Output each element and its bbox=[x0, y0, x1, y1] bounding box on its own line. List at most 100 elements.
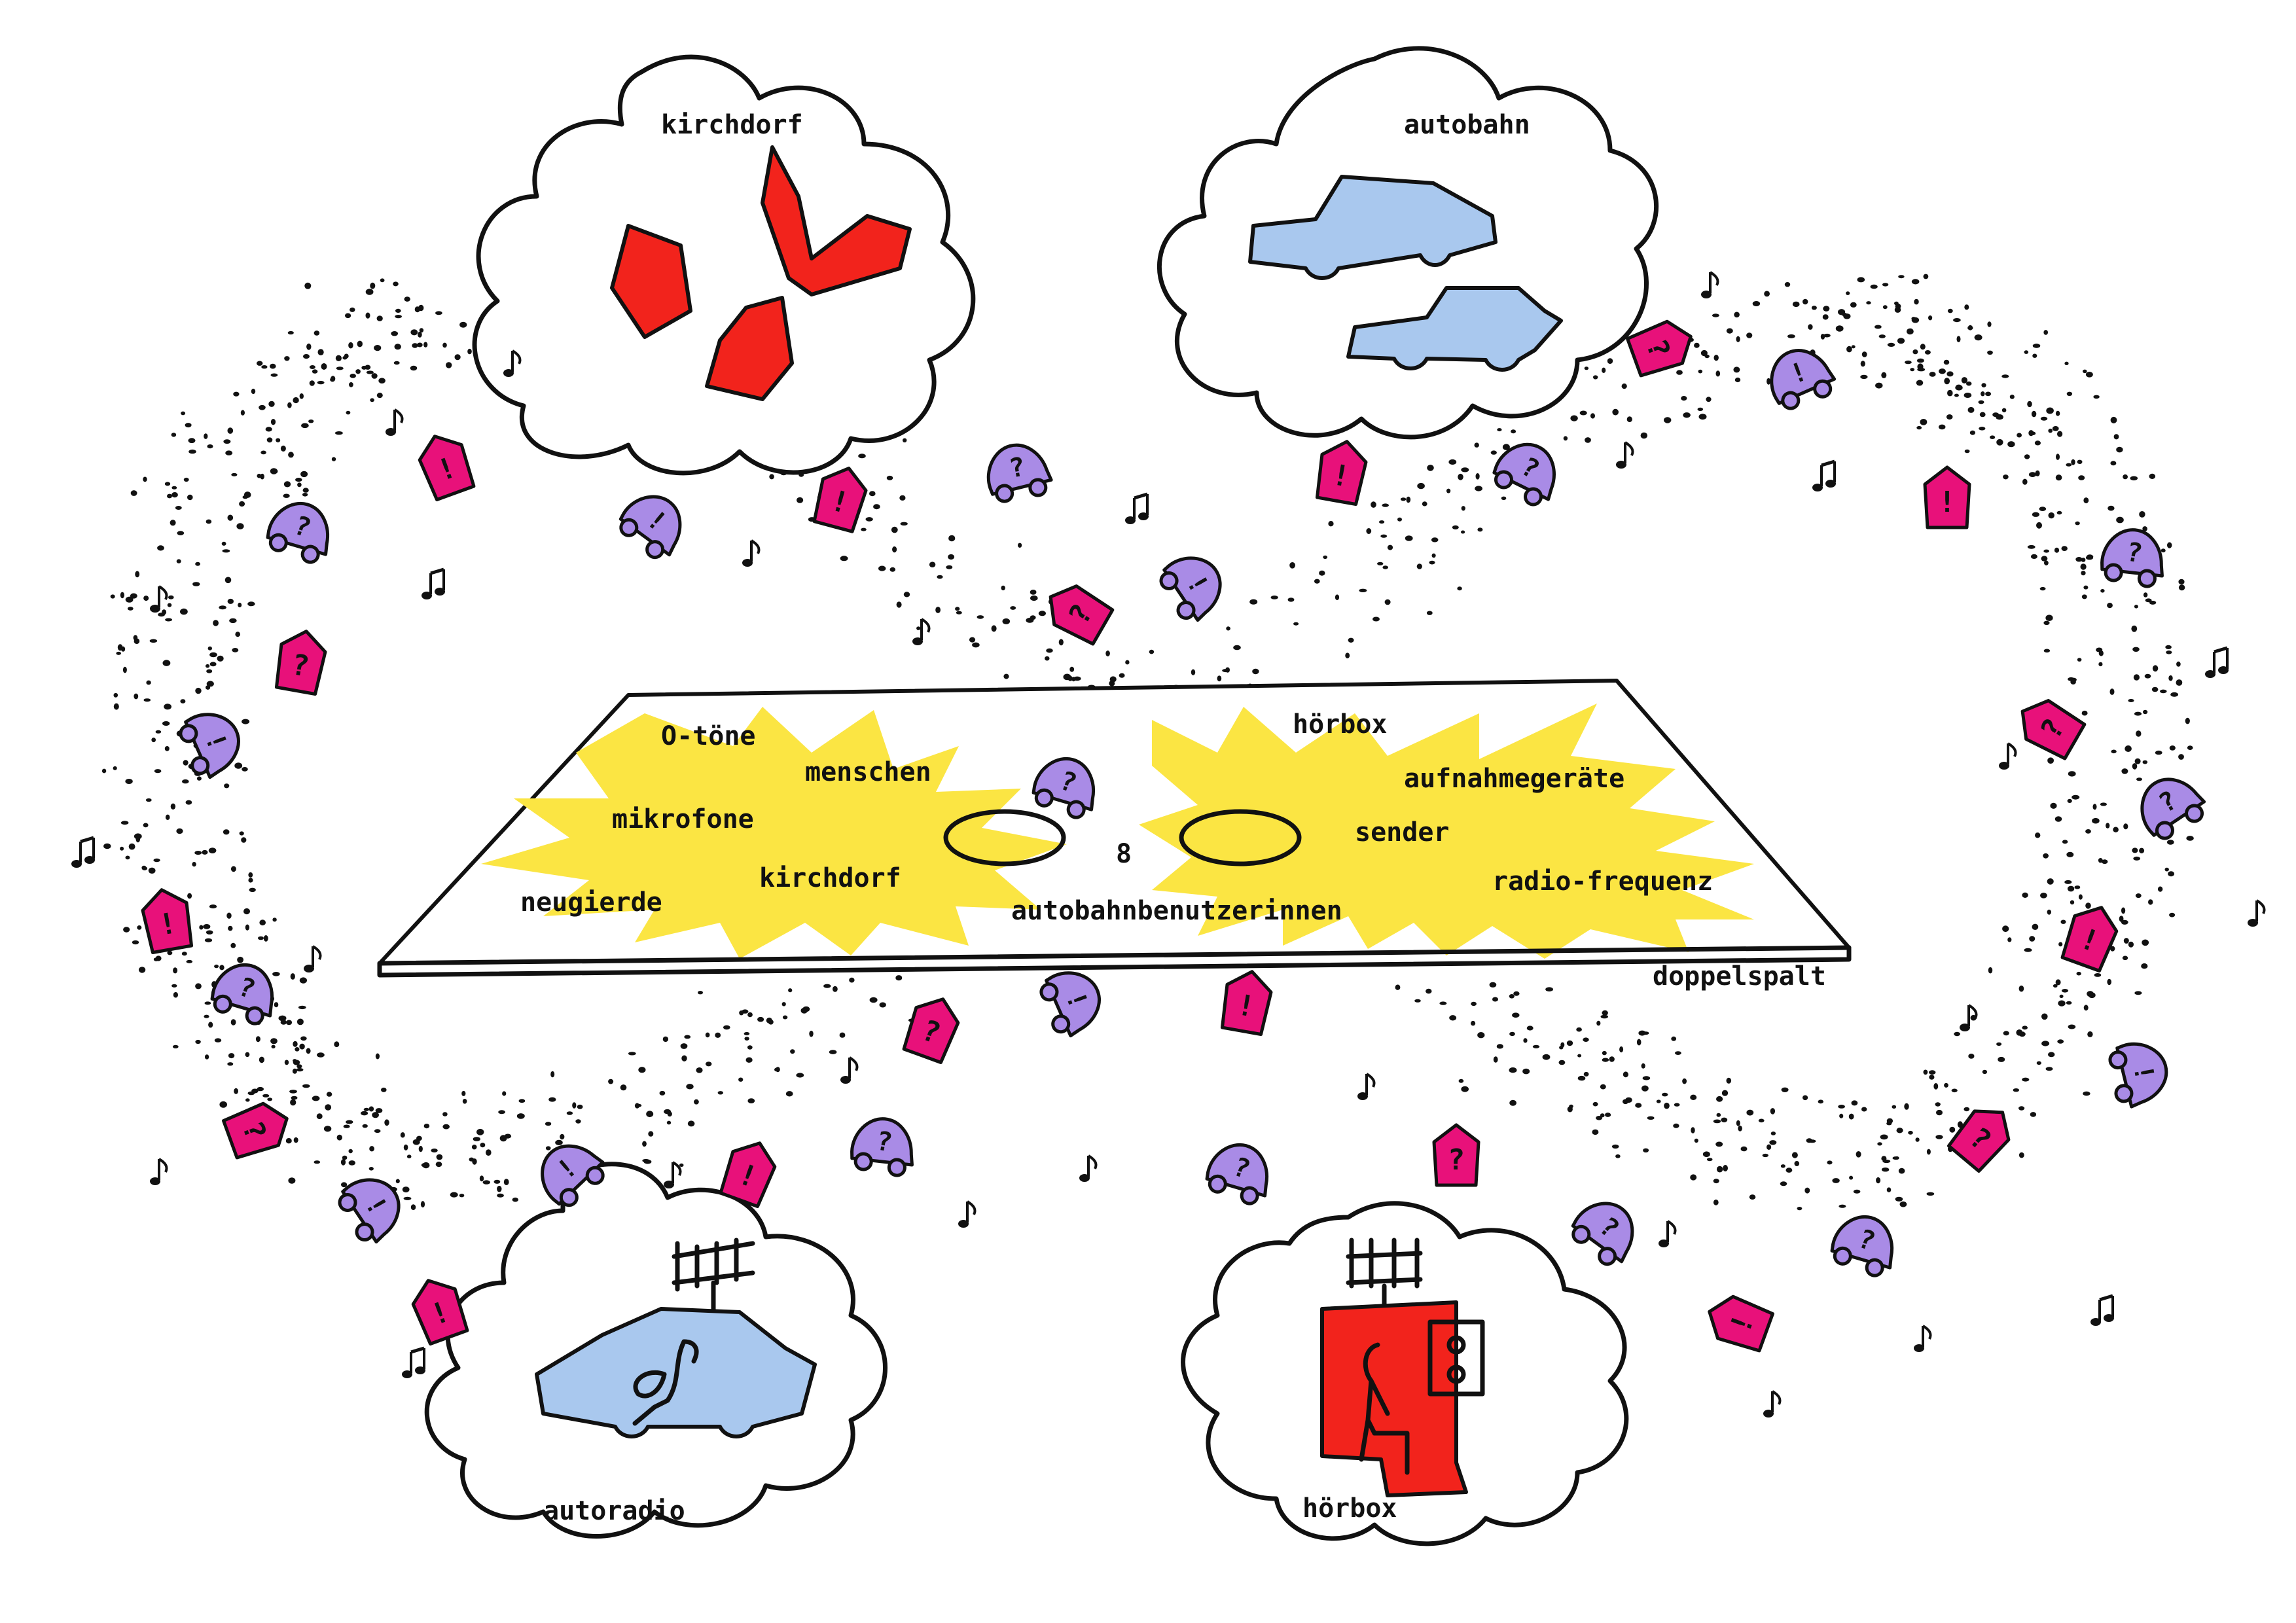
particle-dot bbox=[1877, 1142, 1882, 1146]
particle-dot bbox=[916, 626, 921, 630]
particle-dot bbox=[1382, 503, 1389, 507]
particle-dot bbox=[341, 1182, 348, 1188]
particle-dot bbox=[2029, 431, 2036, 436]
particle-dot bbox=[788, 988, 793, 993]
particle-dot bbox=[1577, 1075, 1586, 1081]
particle-dot bbox=[1328, 521, 1334, 527]
particle-dot bbox=[206, 930, 213, 935]
particle-dot bbox=[1509, 1067, 1517, 1073]
particle-dot bbox=[266, 437, 273, 443]
particle-dot bbox=[1523, 1038, 1528, 1043]
particle-dot bbox=[230, 942, 236, 948]
particle-dot bbox=[365, 365, 371, 370]
label-aufnahmegeraete: aufnahmegeräte bbox=[1404, 764, 1624, 794]
particle-dot bbox=[260, 450, 266, 455]
particle-dot bbox=[357, 340, 363, 348]
particle-dot bbox=[2055, 474, 2062, 481]
particle-dot bbox=[162, 660, 171, 666]
particle-dot bbox=[796, 1073, 804, 1078]
particle-dot bbox=[249, 887, 256, 893]
particle-dot bbox=[1914, 298, 1919, 305]
particle-dot bbox=[419, 328, 424, 333]
particle-dot bbox=[1905, 360, 1912, 365]
particle-dot bbox=[113, 766, 117, 770]
particle-dot bbox=[1427, 465, 1434, 471]
particle-dot bbox=[2176, 679, 2183, 686]
particle-dot bbox=[2144, 673, 2151, 679]
particle-dot bbox=[162, 721, 170, 726]
particle-dot bbox=[1851, 345, 1856, 349]
particle-dot bbox=[1733, 366, 1740, 373]
particle-dot bbox=[155, 955, 162, 961]
particle-dot bbox=[1452, 525, 1459, 530]
particle-dot bbox=[283, 481, 291, 488]
particle-dot bbox=[1319, 570, 1325, 576]
particle-dot bbox=[1954, 393, 1959, 397]
particle-dot bbox=[2053, 984, 2058, 988]
particle-dot bbox=[2166, 651, 2172, 654]
particle-dot bbox=[2083, 497, 2089, 504]
particle-dot bbox=[1697, 407, 1704, 412]
particle-dot bbox=[157, 545, 164, 551]
question-exclamation-tag-icon: ! bbox=[418, 435, 476, 501]
particle-dot bbox=[295, 1047, 300, 1052]
particle-dot bbox=[1045, 656, 1050, 661]
particle-dot bbox=[1287, 597, 1295, 602]
particle-dot bbox=[402, 1186, 410, 1193]
particle-dot bbox=[747, 1045, 753, 1050]
particle-dot bbox=[1105, 651, 1110, 656]
particle-dot bbox=[2056, 454, 2060, 460]
particle-dot bbox=[346, 410, 351, 415]
particle-dot bbox=[2081, 571, 2086, 576]
particle-dot bbox=[1875, 382, 1883, 389]
particle-dot bbox=[1770, 1108, 1776, 1115]
particle-dot bbox=[1721, 1117, 1728, 1123]
music-note-icon bbox=[1999, 742, 2017, 770]
particle-dot bbox=[555, 1139, 563, 1145]
yellow-burst-right bbox=[1139, 704, 1754, 959]
particle-dot bbox=[2085, 829, 2091, 834]
particle-dot bbox=[123, 927, 130, 933]
particle-dot bbox=[723, 1025, 730, 1030]
particle-dot bbox=[1249, 599, 1258, 605]
particle-dot bbox=[1583, 1037, 1589, 1042]
particle-dot bbox=[2007, 937, 2012, 942]
particle-dot bbox=[2058, 942, 2063, 947]
particle-dot bbox=[2092, 804, 2097, 810]
question-exclamation-tag-icon: ! bbox=[1923, 465, 1971, 529]
particle-dot bbox=[418, 331, 422, 338]
particle-dot bbox=[376, 315, 383, 321]
particle-dot bbox=[1917, 363, 1924, 370]
particle-dot bbox=[1938, 424, 1946, 430]
particle-dot bbox=[1509, 1099, 1517, 1106]
particle-dot bbox=[686, 1084, 694, 1090]
particle-dot bbox=[251, 388, 256, 395]
particle-dot bbox=[2133, 856, 2141, 861]
particle-dot bbox=[206, 685, 211, 690]
particle-dot bbox=[194, 851, 202, 855]
music-note-icon bbox=[1357, 1073, 1376, 1100]
particle-dot bbox=[1416, 563, 1422, 569]
music-note-icon bbox=[150, 1158, 168, 1185]
particle-dot bbox=[2003, 474, 2009, 480]
particle-dot bbox=[2050, 802, 2057, 809]
particle-dot bbox=[410, 1204, 416, 1210]
particle-dot bbox=[143, 823, 149, 828]
particle-dot bbox=[2046, 407, 2054, 414]
particle-dot bbox=[2186, 836, 2194, 841]
particle-dot bbox=[1615, 1154, 1621, 1158]
particle-dot bbox=[1848, 1113, 1854, 1120]
particle-dot bbox=[132, 940, 139, 945]
particle-dot bbox=[245, 1052, 250, 1058]
particle-dot bbox=[287, 402, 292, 408]
particle-dot bbox=[1716, 1113, 1721, 1117]
particle-dot bbox=[214, 964, 219, 969]
particle-dot bbox=[1721, 1090, 1729, 1096]
question-exclamation-tag-icon: ! bbox=[1708, 1294, 1774, 1353]
particle-dot bbox=[2139, 511, 2145, 518]
flying-symbols: !?!?!?!?!?!?!!?!?!?!??!!??!??!?!!?!?? bbox=[71, 271, 2266, 1418]
particle-dot bbox=[2036, 522, 2042, 529]
particle-dot bbox=[1704, 354, 1710, 359]
particle-dot bbox=[1512, 1012, 1520, 1018]
particle-dot bbox=[1592, 1129, 1599, 1135]
